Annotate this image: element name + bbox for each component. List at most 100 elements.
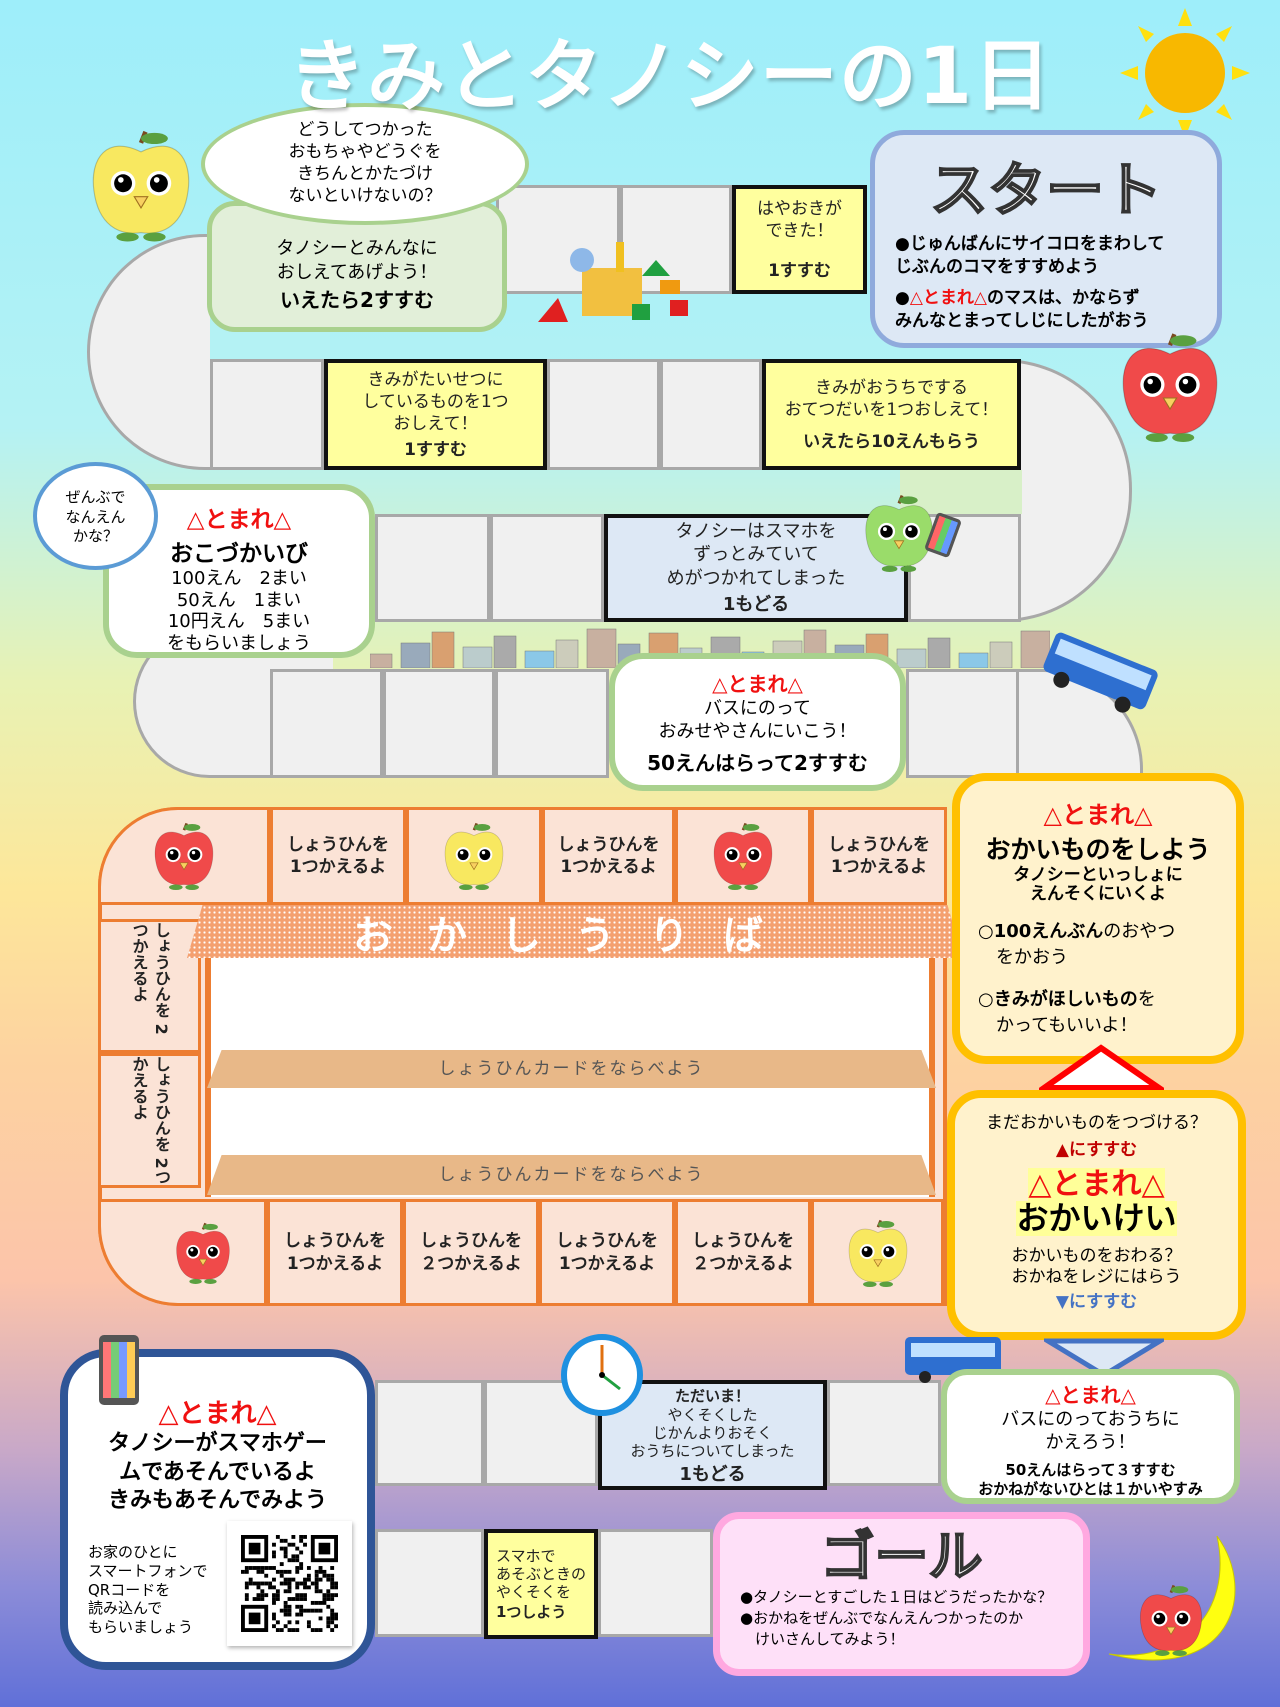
red-apple-icon (709, 822, 777, 890)
square-text: タノシーはスマホを ずっとみていて めがつかれてしまった (666, 520, 846, 589)
yellow-apple-icon (844, 1219, 912, 1287)
building (555, 639, 579, 668)
finish-question: おかいものをおわる？ おかねをレジにはらう (1011, 1246, 1182, 1287)
board-square (496, 185, 620, 294)
square-action: いえたら2すすむ (280, 288, 434, 312)
red-apple-icon (150, 822, 218, 890)
goal-panel: ゴール●タノシーとすごした１日はどうだったかな？ ●おかねをぜんぶでなんえんつかっ… (713, 1512, 1090, 1676)
yellow-apple-icon (440, 822, 508, 890)
board-square (270, 669, 383, 778)
goal-title: ゴール (820, 1525, 984, 1588)
bubble-how-much: ぜんぶで なんえん かな？ (33, 462, 158, 570)
qr-code-image (241, 1535, 338, 1632)
building (927, 637, 951, 668)
square-phone-tired: タノシーはスマホを ずっとみていて めがつかれてしまった 1もどる (604, 514, 908, 622)
square-text: バスにのって おみせやさんにいこう！ (658, 697, 857, 742)
square-text: タノシーとみんなに おしえてあげよう！ (276, 238, 438, 283)
stop-label: △とまれ△ (1028, 1167, 1165, 1202)
speech-bubble: どうしてつかった おもちゃやどうぐを きちんとかたづけ ないといけないの？ (201, 103, 529, 225)
shopping-panel: △とまれ△おかいものをしようタノシーといっしょに えんそくにいくよ○100えんぶ… (952, 773, 1244, 1064)
shop-square-apple (675, 807, 811, 905)
square-action: 1もどる (722, 594, 790, 616)
square-bus-to-shop: △とまれ△バスにのって おみせやさんにいこう！50えんはらって2すすむ (609, 653, 906, 791)
start-rule-1: ●じゅんばんにサイコロをまわして じぶんのコマをすすめよう (895, 234, 1165, 277)
square-action: いえたら10えんもらう (803, 432, 980, 453)
shop-awning: おかしうりば (187, 905, 963, 958)
square-text: スマホで あそぶときの やくそくを (496, 1546, 587, 1601)
shopping-item-1: ○100えんぶんのおやつ をかおう (978, 921, 1176, 969)
square-action: 1すすむ (404, 440, 467, 461)
shop-square: しょうひんを 1つかえるよ (539, 1199, 675, 1306)
shelf-card-slot: しょうひんカードをならべよう (207, 1155, 936, 1195)
shop-square: しょうひんを 1つかえるよ (542, 807, 675, 905)
stop-label: △とまれ△ (186, 507, 292, 533)
shopping-item-2: ○きみがほしいものを かってもいいよ！ (978, 989, 1156, 1037)
arrow-up-triangle-icon (1039, 1044, 1164, 1090)
qr-code (227, 1521, 352, 1646)
green-apple-crying-icon (858, 494, 940, 572)
board-square (547, 359, 660, 470)
toy-box-icon (538, 242, 688, 322)
shop-square: しょうひんを ２つかえるよ (403, 1199, 539, 1306)
shelf-card-slot: しょうひんカードをならべよう (207, 1050, 936, 1088)
square-text: きみがたいせつに しているものを1つ おしえて！ (362, 369, 509, 435)
goal-line-1: ●タノシーとすごした１日はどうだったかな？ (740, 1588, 1053, 1607)
board-square (375, 1529, 484, 1637)
square-text: しょうひんを 2つかえるよ (129, 1056, 171, 1185)
red-apple-icon (172, 1222, 234, 1284)
bus-icon (1043, 632, 1158, 713)
shop-square: しょうひんを 2つかえるよ (98, 919, 201, 1053)
shop-square: しょうひんを 2つかえるよ (98, 1053, 201, 1188)
red-apple-mascot-icon (1110, 332, 1230, 442)
board-square (827, 1380, 941, 1486)
square-action: 50えんはらって３すすむ おかねがないひとは１かいやすみ (978, 1460, 1203, 1499)
square-text: バスにのっておうちに かえろう！ (1001, 1409, 1180, 1454)
allowance-lines: 100えん 2まい 50えん 1まい 10円えん 5まい をもらいましょう (167, 568, 311, 654)
shop-square-apple (98, 1199, 267, 1306)
crescent-moon-icon (1108, 1535, 1236, 1661)
start-rule-2: ●△とまれ△のマスは、かならず みんなとまってしじにしたがおう (895, 287, 1148, 333)
go-down-label: ▼にすすむ (1055, 1291, 1138, 1312)
stop-label: △とまれ△ (158, 1399, 277, 1429)
square-action: 1すすむ (768, 261, 831, 282)
page-title: きみとタノシーの1日 (288, 32, 1052, 122)
qr-instructions: お家のひとに スマートフォンで QRコードを 読み込んで もらいましょう (88, 1543, 208, 1636)
start-panel: スタート●じゅんばんにサイコロをまわして じぶんのコマをすすめよう●△とまれ△の… (870, 130, 1222, 348)
square-text: やくそくした じかんよりおそく おうちについてしまった (630, 1405, 795, 1460)
shop-square-apple (98, 807, 270, 905)
building (370, 653, 393, 668)
square-text: はやおきが できた！ (757, 198, 842, 241)
square-text: しょうひんを 2つかえるよ (129, 922, 171, 1035)
shop-square: しょうひんを 1つかえるよ (270, 807, 406, 905)
shop-square: しょうひんを 1つかえるよ (811, 807, 947, 905)
shop-square-apple (406, 807, 542, 905)
building (586, 628, 617, 668)
go-up-label: ▲にすすむ (1055, 1140, 1138, 1160)
building (431, 631, 455, 668)
square-heading: ただいま！ (674, 1386, 750, 1405)
board-square (660, 359, 762, 470)
building (958, 652, 989, 668)
shop-square-apple (811, 1199, 944, 1306)
sun-icon (1120, 8, 1250, 138)
clock-icon (561, 1334, 643, 1416)
board-square (490, 514, 604, 622)
shop-square: しょうひんを 1つかえるよ (267, 1199, 403, 1306)
smartphone-icon (99, 1335, 139, 1405)
checkout-panel: まだおかいものをつづける？▲にすすむ△とまれ△おかいけいおかいものをおわる？ お… (947, 1090, 1246, 1340)
shopping-subtitle: タノシーといっしょに えんそくにいくよ (1013, 865, 1183, 904)
goal-line-2: ●おかねをぜんぶでなんえんつかったのか けいさんしてみよう！ (740, 1609, 1024, 1649)
stop-label: △とまれ△ (712, 671, 803, 696)
building (462, 646, 493, 668)
building (400, 642, 431, 668)
building (989, 641, 1013, 668)
bullet: ● (895, 287, 910, 308)
continue-question: まだおかいものをつづける？ (986, 1113, 1207, 1133)
track-inner (900, 470, 1022, 514)
square-chores: きみがおうちでする おてつだいを1つおしえて！いえたら10えんもらう (762, 359, 1021, 470)
stop-label: △とまれ△ (1043, 801, 1153, 829)
board-square (495, 669, 609, 778)
